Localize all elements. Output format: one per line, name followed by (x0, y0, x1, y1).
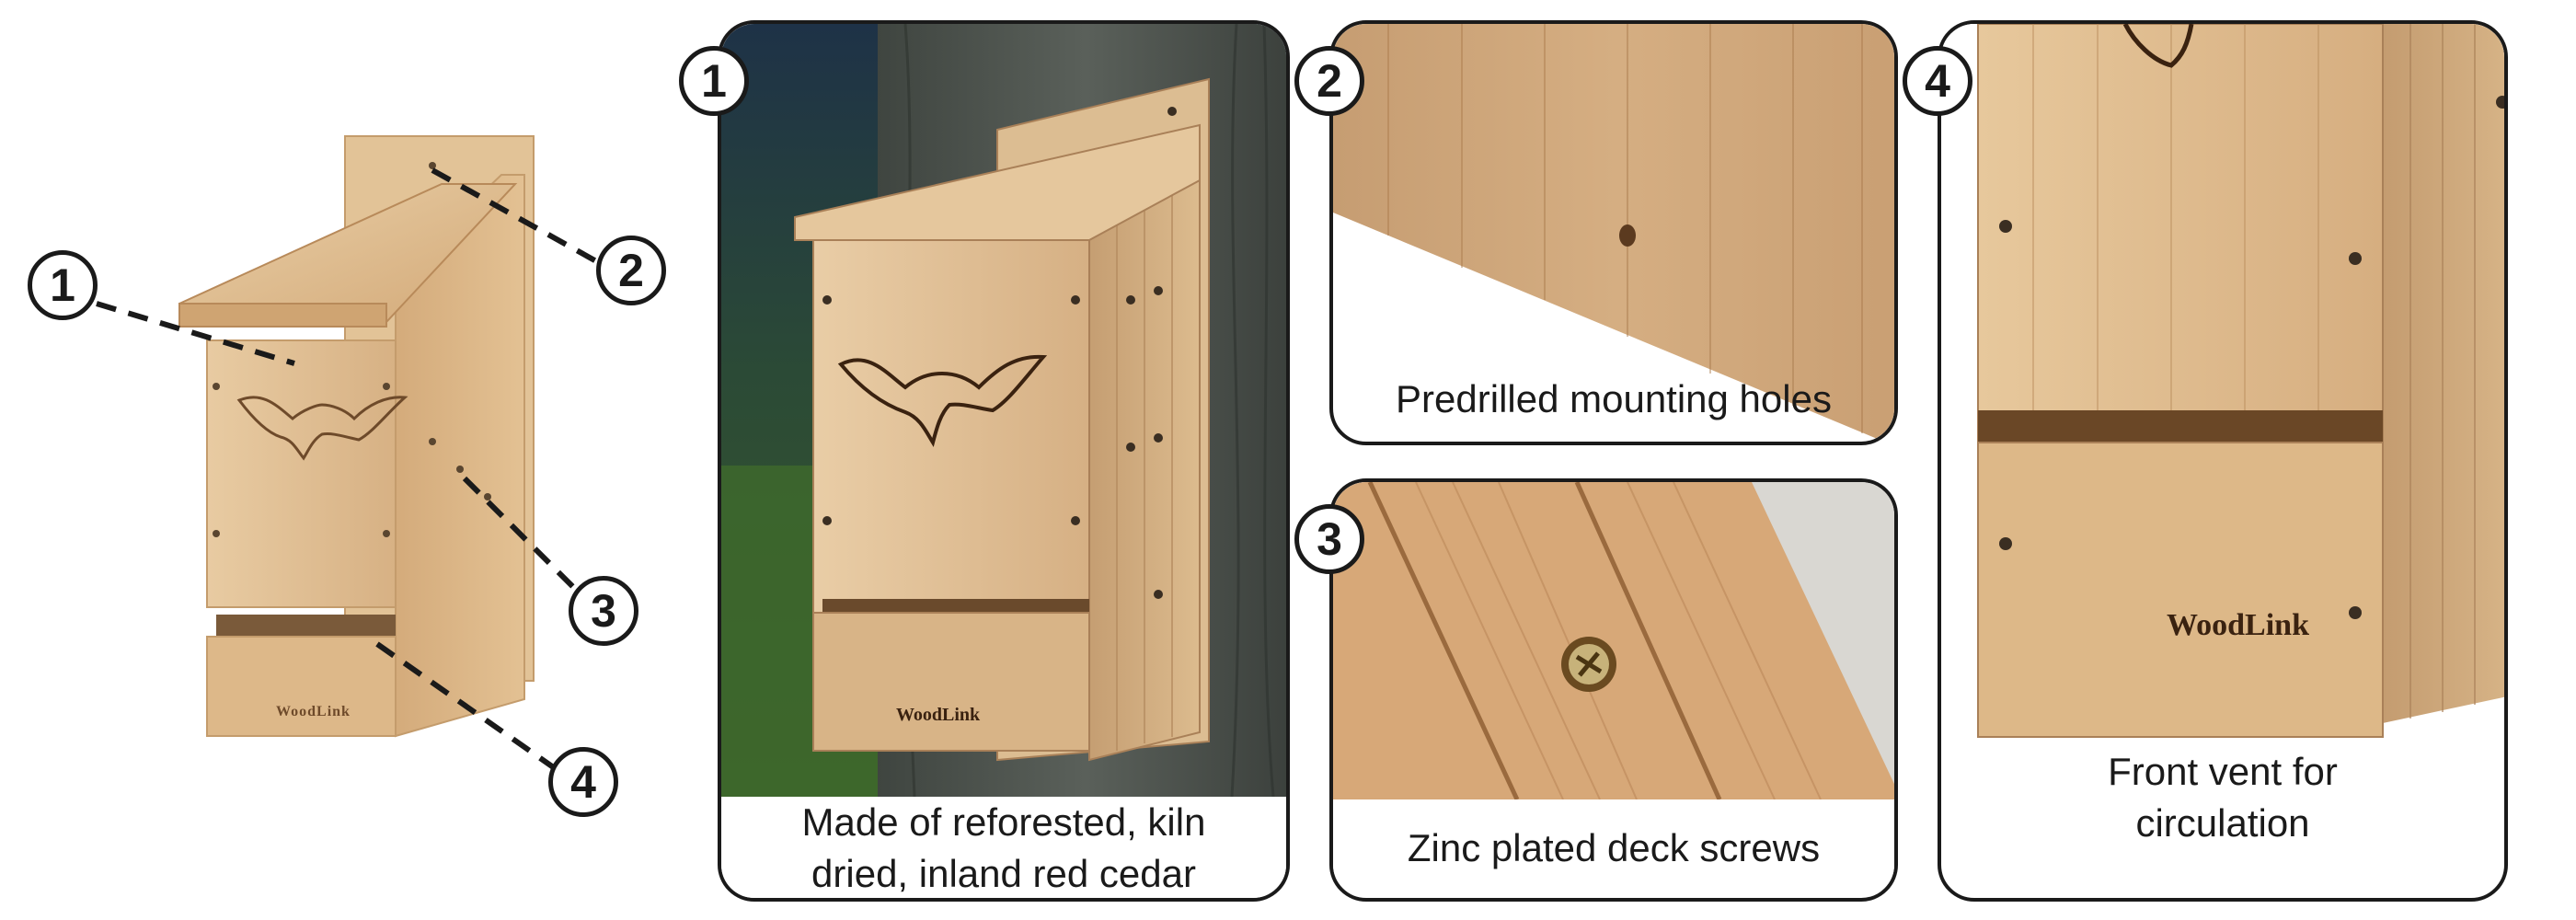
leader-line-1 (96, 301, 295, 366)
bat-house-illustration (96, 135, 600, 776)
bat-emblem (2122, 24, 2194, 68)
leader-line-4 (375, 641, 563, 776)
cedar-photo: WoodLink (721, 24, 1286, 797)
panel-4-number-badge: 4 (1903, 46, 1972, 116)
panel-3-caption: Zinc plated deck screws (1333, 822, 1894, 874)
panel-4-logo: WoodLink (2167, 608, 2309, 642)
product-logo: WoodLink (276, 704, 351, 719)
product-diagram: WoodLink 1 2 3 4 (0, 0, 699, 920)
roof (794, 123, 1201, 241)
bottom-board (206, 636, 397, 737)
front-panel (206, 339, 397, 608)
bat-emblem (236, 396, 408, 461)
panel-3-caption-line-1: Zinc plated deck screws (1407, 826, 1821, 869)
panel-4-caption: Front vent for circulation (1941, 746, 2504, 849)
mounting-hole (1619, 224, 1636, 247)
panel-2-number-badge: 2 (1294, 46, 1364, 116)
panel-2-caption: Predrilled mounting holes (1333, 374, 1894, 425)
feature-panel-cedar: WoodLink Made of reforested, kiln dried,… (718, 20, 1290, 902)
panel-1-caption-line-1: Made of reforested, kiln (801, 800, 1206, 844)
deck-screws-photo (1333, 482, 1894, 799)
bat-emblem (837, 354, 1048, 448)
callout-badge-3: 3 (569, 576, 638, 646)
front-panel (812, 221, 1090, 627)
callout-badge-4: 4 (548, 747, 618, 817)
panel-1-logo: WoodLink (896, 705, 981, 725)
panel-2-caption-line-1: Predrilled mounting holes (1396, 377, 1832, 420)
panel-3-number-badge: 3 (1294, 504, 1364, 574)
front-vent-photo: WoodLink (1941, 24, 2504, 742)
panel-4-caption-line-1: Front vent for (2108, 750, 2338, 793)
callout-badge-2: 2 (596, 236, 666, 305)
side-panel (2383, 24, 2504, 723)
front-panel (1977, 24, 2384, 443)
vent-gap (216, 615, 396, 637)
feature-panel-deck-screws: Zinc plated deck screws (1329, 478, 1898, 902)
callout-badge-1: 1 (28, 250, 98, 320)
feature-panel-mounting-holes: Predrilled mounting holes (1329, 20, 1898, 445)
mounting-holes-photo (1333, 24, 1894, 442)
leader-line-3 (462, 476, 578, 592)
panel-1-number-badge: 1 (679, 46, 749, 116)
panel-1-caption: Made of reforested, kiln dried, inland r… (721, 797, 1286, 898)
bottom-board (812, 612, 1090, 752)
panel-1-caption-line-2: dried, inland red cedar (811, 852, 1196, 895)
panel-4-caption-line-2: circulation (2135, 801, 2310, 845)
bottom-board (1977, 442, 2384, 738)
feature-panel-front-vent: WoodLink Front vent for circulation (1938, 20, 2508, 902)
